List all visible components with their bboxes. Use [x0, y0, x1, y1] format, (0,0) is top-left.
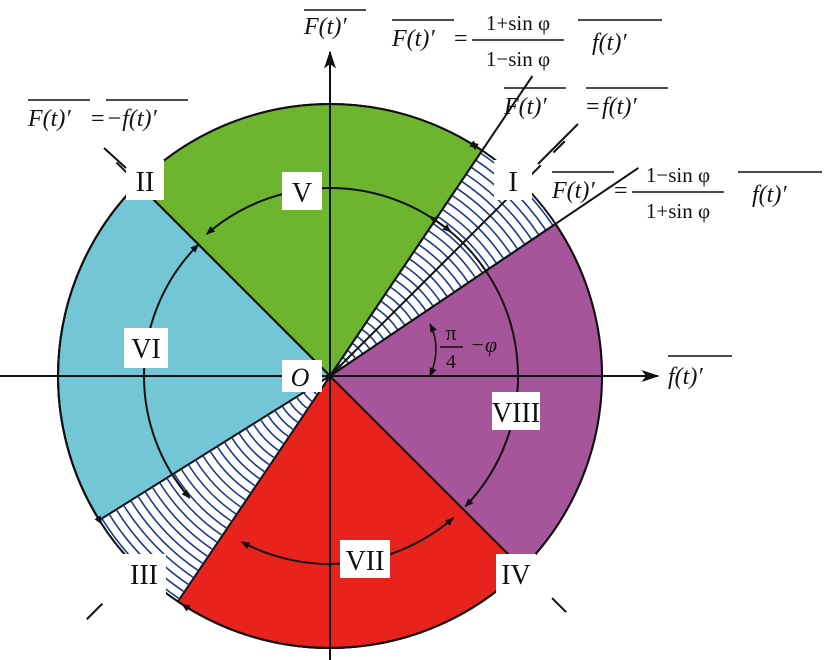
rotation-arrow: [428, 215, 519, 508]
hatch-arc: [144, 491, 209, 558]
tick-mark-iii: [86, 602, 104, 620]
label-bg-iii: [122, 554, 166, 594]
hatch-arc: [252, 423, 280, 452]
eq-lower-rhs: f(t)′: [752, 182, 787, 208]
eq-i-rhs: f(t)′: [602, 94, 637, 120]
origin-label: O: [291, 363, 310, 392]
rotation-arrow: [57, 186, 136, 525]
label-ii: II: [136, 167, 155, 198]
label-backgrounds: [122, 160, 540, 594]
hatch-arc: [288, 400, 304, 417]
label-bg-i: [494, 160, 532, 200]
eq-lower-equals: =: [614, 178, 628, 204]
angle-rhs: −φ: [470, 332, 497, 357]
eq-lower-denominator: 1+sin φ: [646, 199, 710, 223]
eq-i-lhs: F(t)′: [503, 94, 547, 120]
hatch-arc: [130, 500, 200, 572]
label-bg-vi: [124, 328, 168, 368]
label-v: V: [292, 178, 312, 209]
eq-lower-numerator: 1−sin φ: [646, 163, 710, 187]
hatch-arc: [266, 414, 290, 438]
label-iii: III: [130, 560, 158, 591]
hatch-arc: [230, 437, 266, 473]
eq-ii-lhs: F(t)′: [27, 106, 71, 132]
equation-lower: F(t)′ = 1−sin φ 1+sin φ f(t)′: [551, 163, 822, 223]
equation-upper: F(t)′ = 1+sin φ 1−sin φ f(t)′: [391, 11, 662, 71]
x-axis-label: f(t)′: [668, 364, 703, 390]
leader-line-ii: [103, 147, 127, 169]
hatch-arc: [151, 486, 214, 551]
hatch-arc: [303, 391, 314, 403]
label-iv: IV: [501, 560, 531, 591]
eq-upper-equals: =: [454, 26, 468, 52]
label-vii: VII: [346, 546, 385, 577]
label-bg-v: [282, 172, 322, 210]
hatch-arc: [245, 428, 276, 459]
label-vi: VI: [131, 334, 161, 365]
equation-line-ii: F(t)′ = −f(t)′: [27, 99, 188, 169]
eq-upper-rhs: f(t)′: [592, 30, 627, 56]
leader-line-i: [537, 123, 579, 165]
label-i: I: [508, 167, 517, 198]
hatch-arc: [259, 419, 285, 445]
angle-arc: [429, 323, 437, 377]
rotation-arrow: [143, 243, 200, 499]
hatch-arc: [166, 477, 223, 537]
eq-upper-denominator: 1−sin φ: [486, 47, 550, 71]
hatch-arc: [202, 455, 247, 502]
angle-numerator: π: [445, 320, 456, 345]
rotation-arrow: [469, 140, 479, 151]
angle-denominator: 4: [446, 351, 456, 373]
y-axis-label: F(t)′: [303, 14, 347, 40]
label-bg-viii: [492, 392, 540, 430]
hatch-arc: [223, 441, 261, 480]
hatch-arc: [137, 495, 204, 565]
boundary-line-ii: [136, 182, 331, 377]
eq-ii-rhs: −f(t)′: [106, 106, 158, 132]
hatch-arc: [238, 432, 271, 466]
hatch-arc: [295, 396, 309, 410]
label-viii: VIII: [492, 398, 540, 429]
region-labels: II V VI VII VIII IV III I O: [130, 167, 540, 591]
tick-mark-iv: [551, 597, 567, 613]
tick-mark-i: [552, 140, 566, 154]
eq-upper-lhs: F(t)′: [391, 26, 435, 52]
hatch-arc: [180, 468, 233, 523]
eq-lower-lhs: F(t)′: [551, 178, 595, 204]
hatch-arc: [281, 405, 299, 424]
boundary-line-lower: [329, 167, 639, 377]
hatch-arc: [158, 482, 219, 544]
label-bg-ii: [126, 160, 164, 200]
angle-annotation: π 4 −φ: [429, 320, 497, 377]
eq-i-equals: =: [586, 94, 600, 120]
label-bg-vii: [340, 540, 390, 578]
eq-ii-equals: =: [91, 106, 105, 132]
rotation-arrow: [205, 187, 452, 235]
hatch-arc: [216, 446, 257, 487]
hatch-arc: [209, 450, 252, 494]
rotation-arrow: [181, 580, 510, 649]
label-bg-origin: [282, 360, 322, 392]
hatch-arc: [274, 410, 295, 431]
equation-line-i: F(t)′ = f(t)′: [503, 87, 668, 165]
hatch-arc: [173, 473, 228, 530]
eq-upper-numerator: 1+sin φ: [486, 11, 550, 35]
axis-labels: f(t)′ F(t)′: [303, 9, 732, 390]
label-bg-iv: [496, 554, 536, 594]
